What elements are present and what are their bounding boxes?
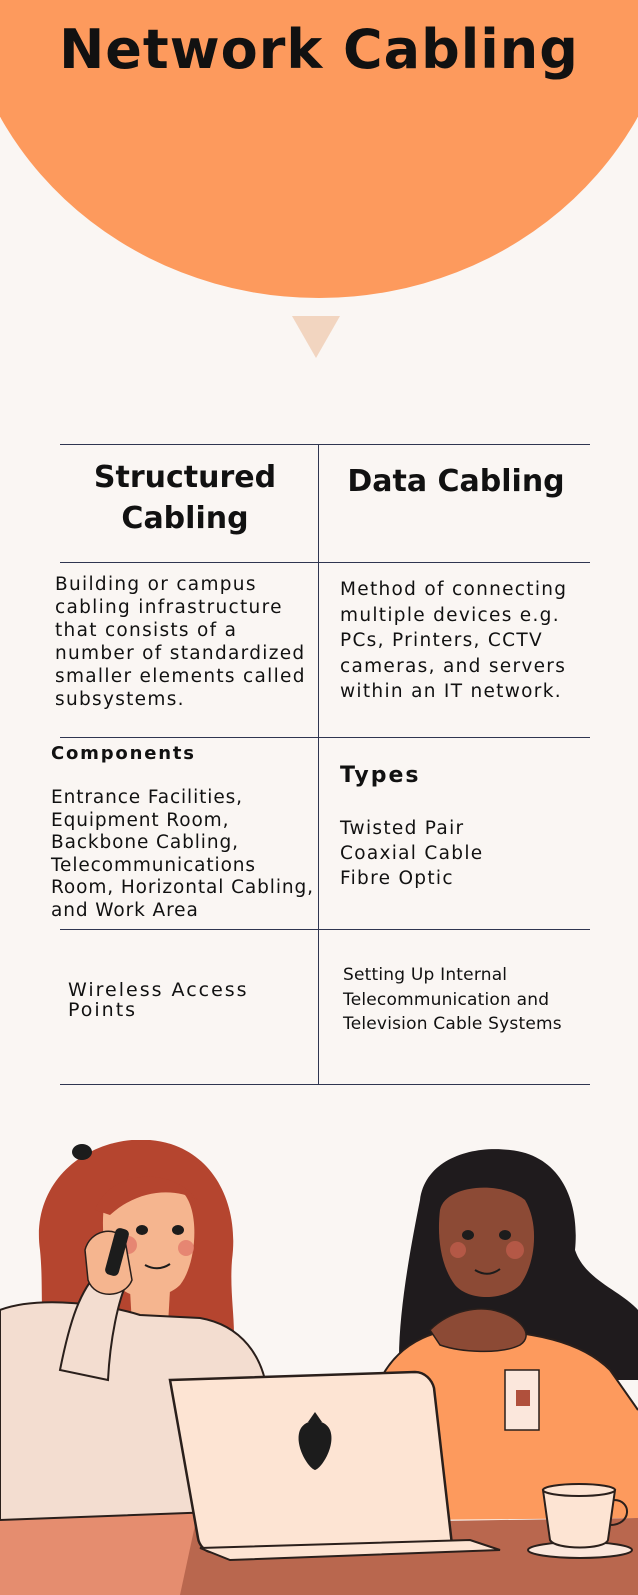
type-item: Twisted Pair xyxy=(340,818,465,839)
definition-structured-cabling: Building or campus cabling infrastructur… xyxy=(55,574,306,710)
hero-circle xyxy=(0,0,638,300)
table-divider xyxy=(318,444,319,1084)
table-rule xyxy=(60,737,590,738)
components-list: Entrance Facilities, Equipment Room, Bac… xyxy=(51,787,314,921)
down-pointer-icon xyxy=(292,316,340,362)
page-title: Network Cabling xyxy=(59,18,579,81)
type-item: Fibre Optic xyxy=(340,868,454,889)
components-heading: Components xyxy=(51,743,196,764)
table-rule-bottom xyxy=(60,1084,590,1085)
types-heading: Types xyxy=(340,763,421,788)
table-rule xyxy=(60,562,590,563)
header-data-cabling: Data Cabling xyxy=(347,464,565,499)
wireless-access-points: Wireless Access Points xyxy=(68,979,249,1021)
type-item: Coaxial Cable xyxy=(340,843,484,864)
internal-telecom-systems: Setting Up Internal Telecommunication an… xyxy=(343,965,562,1034)
table-rule xyxy=(60,929,590,930)
definition-data-cabling: Method of connecting multiple devices e.… xyxy=(340,579,568,702)
two-women-with-laptop-illustration xyxy=(0,1140,638,1595)
types-list: Twisted Pair Coaxial Cable Fibre Optic xyxy=(340,816,590,891)
table-rule-top xyxy=(60,444,590,445)
header-structured-cabling: Structured Cabling xyxy=(93,460,277,536)
